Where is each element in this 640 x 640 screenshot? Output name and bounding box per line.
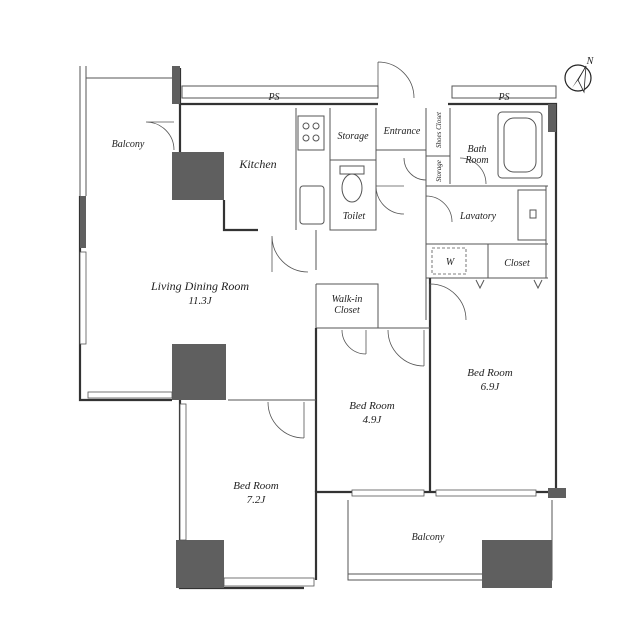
bed-sw-size-label: 7.2J	[247, 494, 267, 506]
bed-center-size-label: 4.9J	[363, 414, 383, 426]
bed-center-name-label: Bed Room	[349, 400, 395, 412]
bathtub	[497, 111, 543, 179]
structural-columns	[80, 66, 566, 588]
closet-hangers	[475, 279, 543, 290]
bed-east-size-label: 6.9J	[481, 381, 501, 393]
washer-label: W	[446, 257, 456, 268]
closet-label: Closet	[504, 258, 530, 269]
bath-label-line2: Room	[464, 155, 488, 166]
kitchen-cooktop	[297, 115, 325, 151]
kitchen-label: Kitchen	[238, 157, 276, 171]
storage-main-label: Storage	[337, 131, 369, 142]
kitchen-sink	[299, 185, 325, 225]
balcony-nw-label: Balcony	[112, 139, 145, 150]
wash-basin	[517, 189, 547, 241]
north-label: N	[586, 56, 595, 67]
ps-right-label: PS	[497, 92, 509, 103]
north-arrow-icon	[564, 64, 592, 94]
door-swings	[145, 61, 487, 439]
shoes-closet-label: Shoes Closet	[435, 111, 443, 148]
bath-label-line1: Bath	[468, 144, 487, 155]
walkin-label-line2: Closet	[334, 305, 360, 316]
walkin-label-line1: Walk-in	[332, 294, 363, 305]
balcony-south-label: Balcony	[412, 532, 445, 543]
balcony-nw-outline	[79, 66, 174, 196]
lavatory-label: Lavatory	[459, 211, 497, 222]
storage-small-label: Storage	[435, 160, 443, 182]
toilet-label: Toilet	[343, 211, 366, 222]
ps-left-label: PS	[267, 92, 279, 103]
washer-space	[431, 247, 467, 275]
bed-east-name-label: Bed Room	[467, 367, 513, 379]
windows	[79, 251, 537, 587]
interior-walls	[178, 104, 548, 492]
entrance-label: Entrance	[383, 126, 421, 137]
ldr-size-label: 11.3J	[188, 295, 212, 307]
toilet-fixture	[339, 165, 365, 203]
ldr-name-label: Living Dining Room	[150, 279, 249, 293]
bed-sw-name-label: Bed Room	[233, 480, 279, 492]
